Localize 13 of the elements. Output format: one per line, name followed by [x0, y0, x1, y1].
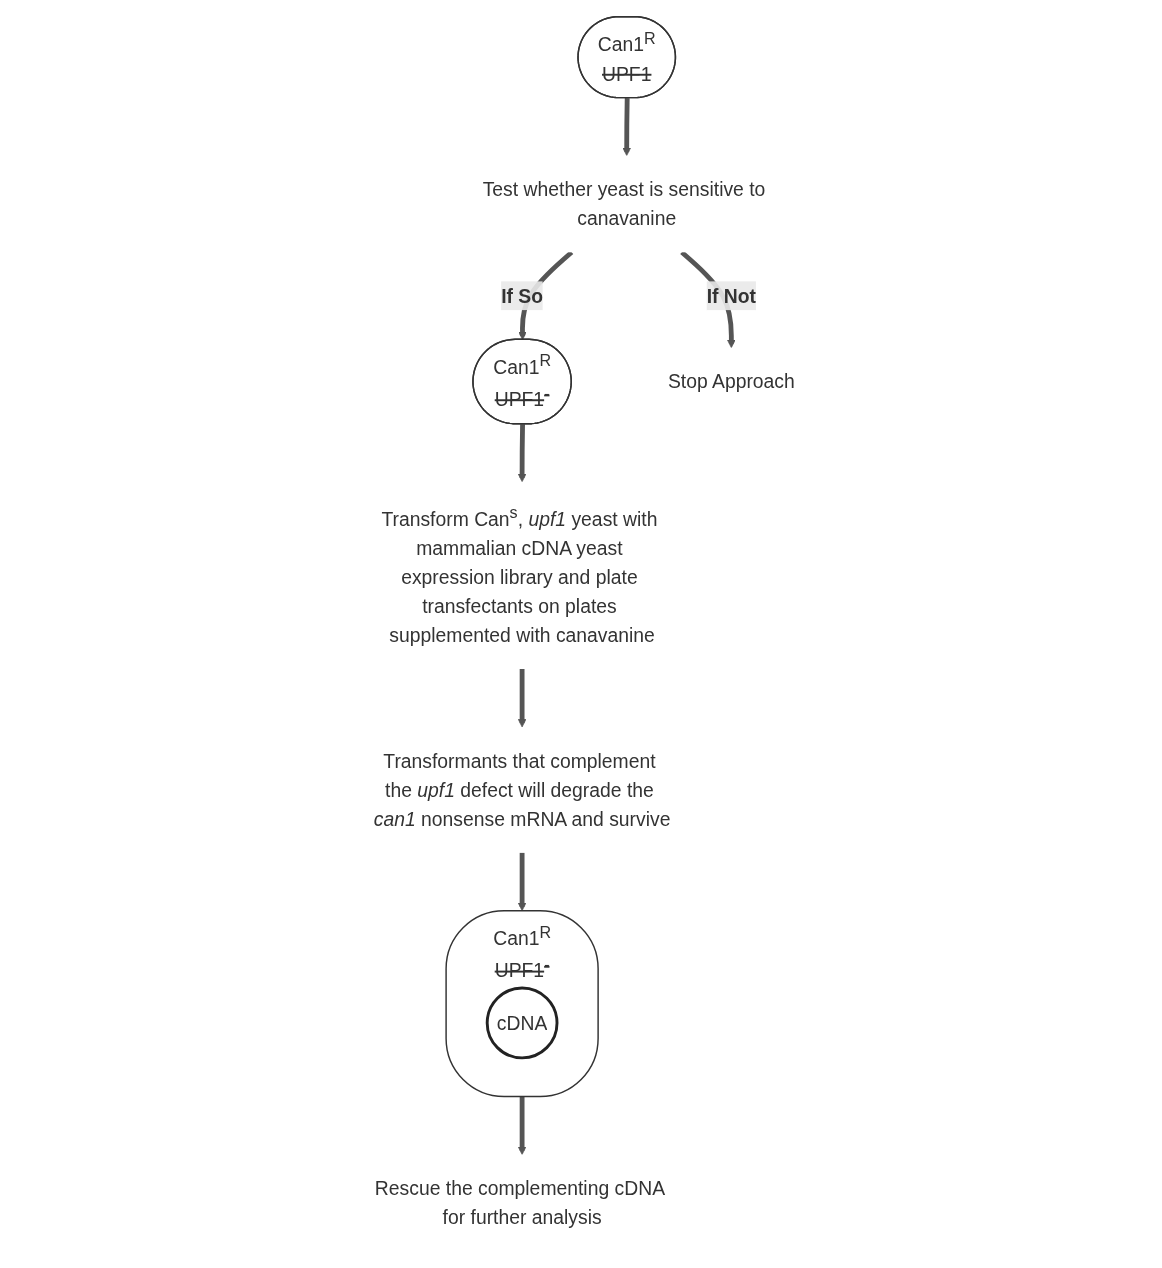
- node-text: Stop Approach: [667, 370, 795, 393]
- arrow: [517, 1096, 527, 1155]
- edge-label: If So: [501, 285, 543, 307]
- node-text: Transform Can$^{s}$, upf1 yeast with mammalian cDNA yeast expression library and plate transfectants on plates supplemented with canavanine: [381, 504, 658, 646]
- node-text: Transformants that complement the upf1 defect will degrade the can1 nonsense mRNA and survive: [373, 750, 671, 830]
- node-circle: cDNA: [485, 986, 559, 1060]
- node-text: Test whether yeast is sensitive to canavanine: [482, 178, 766, 230]
- arrow: [517, 424, 527, 483]
- arrow: [517, 852, 527, 912]
- node-text: Rescue the complementing cDNA for further analysis: [374, 1177, 664, 1229]
- arrow: [622, 98, 631, 157]
- edge-label: If Not: [706, 285, 756, 307]
- arrow: [517, 669, 527, 728]
